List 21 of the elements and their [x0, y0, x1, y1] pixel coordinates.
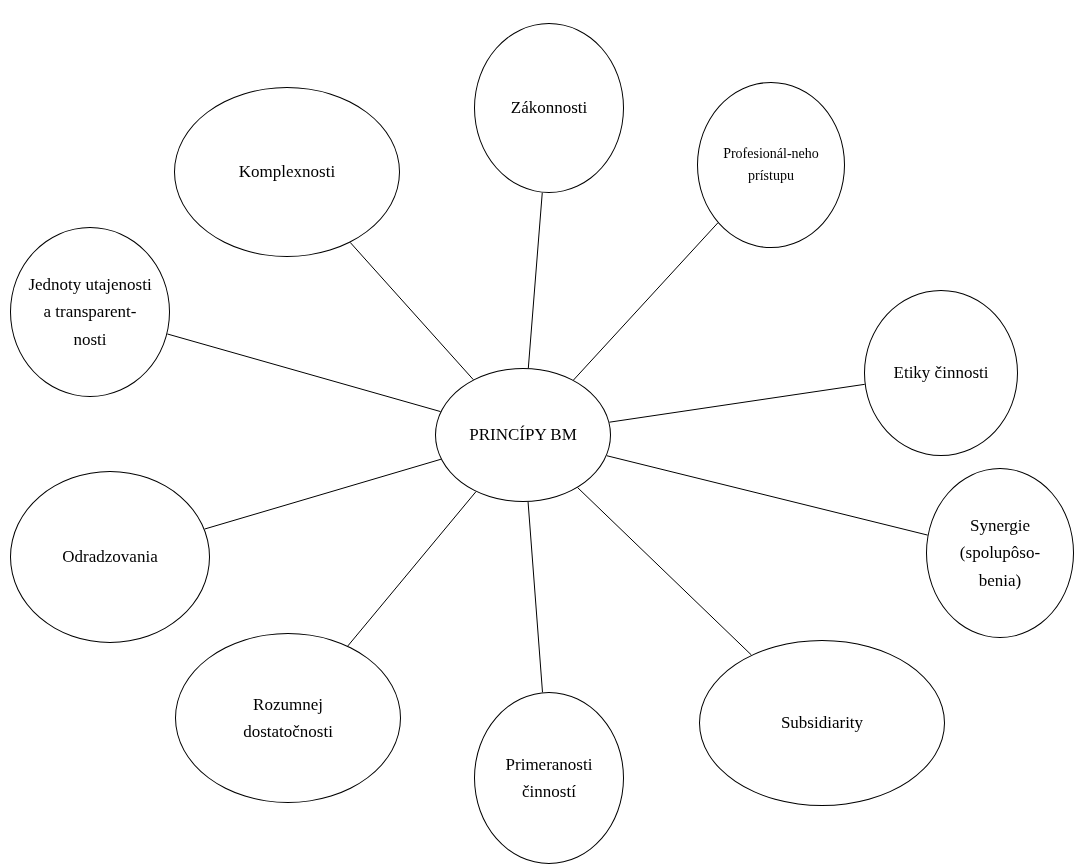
node-label: Profesionál-neho prístupu [722, 144, 820, 185]
connector-line [608, 383, 866, 423]
node-label: Rozumnej dostatočnosti [242, 693, 334, 743]
connector-line [166, 333, 442, 413]
connector-line [349, 241, 474, 381]
connector-line [204, 458, 442, 530]
node-label: Zákonnosti [510, 97, 588, 120]
node-label: Jednoty utajenosti a transparent-nosti [28, 274, 152, 351]
connector-line [572, 222, 719, 381]
connector-line [527, 501, 543, 693]
connector-line [606, 455, 929, 536]
node-label: Subsidiarity [780, 712, 864, 735]
node-label: PRINCÍPY BM [469, 424, 577, 447]
node-label: Synergie (spolupôso-benia) [958, 515, 1042, 592]
node-label: Komplexnosti [238, 161, 336, 184]
connector-line [347, 491, 477, 647]
connector-line [577, 487, 752, 656]
node-label: Primeranosti činností [504, 753, 594, 803]
node-label: Etiky činnosti [893, 362, 989, 385]
node-label: Odradzovania [62, 546, 158, 569]
connector-line [527, 192, 543, 369]
